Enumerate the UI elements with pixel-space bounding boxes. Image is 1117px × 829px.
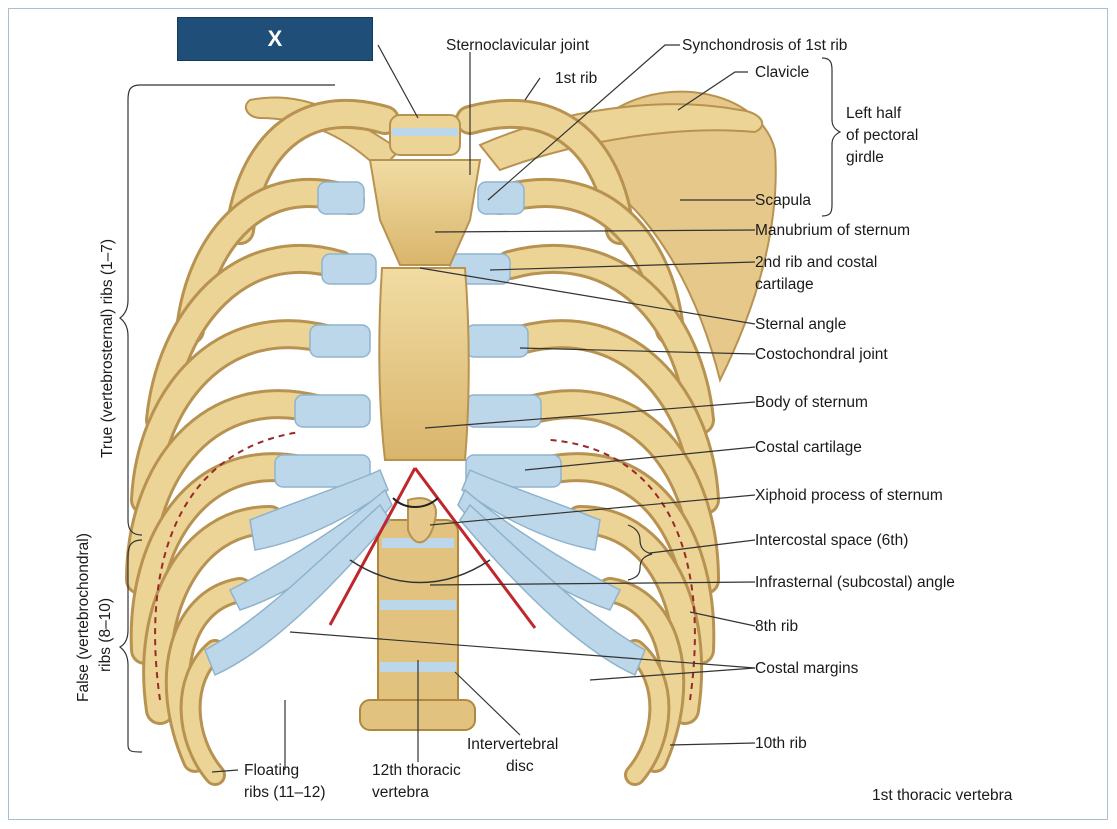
label-infrasternal-angle: Infrasternal (subcostal) angle (755, 573, 955, 592)
label-true-ribs: True (vertebrosternal) ribs (1–7) (98, 239, 117, 458)
label-costal-cartilage: Costal cartilage (755, 438, 862, 457)
label-xiphoid-process: Xiphoid process of sternum (755, 486, 943, 505)
label-eighth-rib: 8th rib (755, 617, 798, 636)
label-second-rib: 2nd rib and costal (755, 253, 877, 272)
label-floating-ribs-2: ribs (11–12) (244, 783, 326, 802)
label-synchondrosis: Synchondrosis of 1st rib (682, 36, 847, 55)
label-body-of-sternum: Body of sternum (755, 393, 868, 412)
label-costal-margins: Costal margins (755, 659, 858, 678)
label-false-ribs-1: False (vertebrochondral) (74, 533, 93, 702)
label-of-pectoral: of pectoral (846, 126, 918, 145)
label-scapula: Scapula (755, 191, 811, 210)
label-cartilage: cartilage (755, 275, 814, 294)
label-sternal-angle: Sternal angle (755, 315, 846, 334)
label-sternoclavicular-joint: Sternoclavicular joint (446, 36, 589, 55)
label-tenth-rib: 10th rib (755, 734, 807, 753)
label-costochondral-joint: Costochondral joint (755, 345, 888, 364)
answer-placeholder-box[interactable]: X (177, 17, 373, 61)
label-left-half: Left half (846, 104, 901, 123)
label-clavicle: Clavicle (755, 63, 809, 82)
label-floating-ribs-1: Floating (244, 761, 299, 780)
label-first-rib: 1st rib (555, 69, 597, 88)
label-first-thoracic-vertebra: 1st thoracic vertebra (872, 786, 1012, 805)
label-manubrium: Manubrium of sternum (755, 221, 910, 240)
label-false-ribs-2: ribs (8–10) (96, 598, 115, 672)
label-twelfth-thoracic-1: 12th thoracic (372, 761, 461, 780)
label-intervertebral-1: Intervertebral (467, 735, 558, 754)
label-intercostal-space: Intercostal space (6th) (755, 531, 908, 550)
label-intervertebral-2: disc (506, 757, 534, 776)
label-twelfth-thoracic-2: vertebra (372, 783, 429, 802)
sternum (370, 115, 480, 542)
label-girdle: girdle (846, 148, 884, 167)
